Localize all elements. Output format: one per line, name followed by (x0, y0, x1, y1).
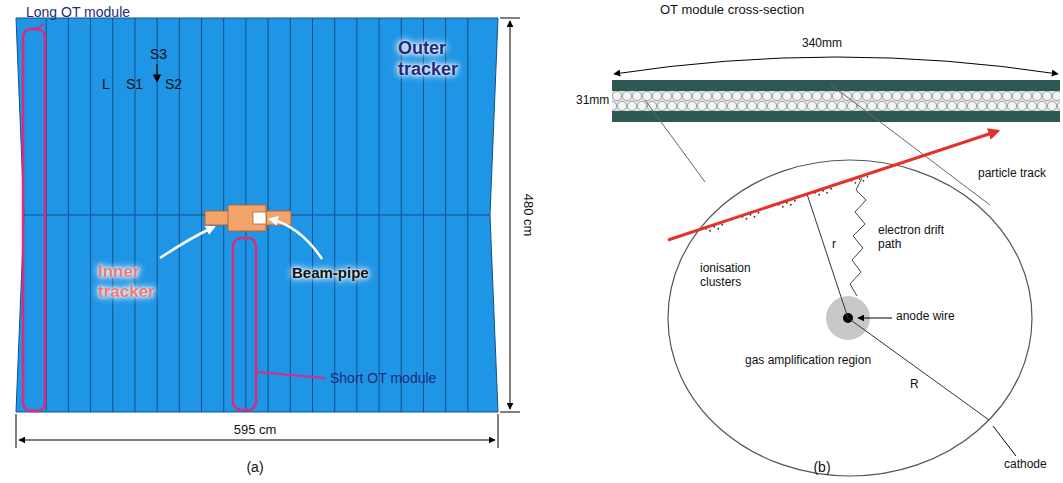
part-label: R (910, 378, 919, 392)
cluster-dot (818, 194, 820, 196)
cluster-dot (863, 180, 865, 182)
cluster-dot (717, 228, 719, 230)
part-label: anode wire (896, 310, 955, 324)
label-text: 340mm (799, 37, 845, 51)
cluster-dot (709, 230, 711, 232)
cluster-dot (790, 204, 792, 206)
outer-tracker: Outer trackerL S1 S2 S3 (16, 18, 498, 412)
dimension-line (510, 21, 511, 409)
label-text: Short OT module (330, 370, 436, 386)
dimension-tick (500, 412, 520, 413)
part-label: L (102, 76, 110, 92)
radius-line (848, 318, 989, 420)
outer-tracker-region (16, 18, 498, 412)
label-text: (b) (813, 459, 830, 475)
callout-arrow (270, 219, 322, 259)
radius-line (807, 194, 848, 318)
callout-arrow (156, 64, 157, 82)
part-label: ionisation clusters (700, 262, 775, 290)
part-label: gas amplification region (745, 354, 871, 368)
part-label: S2 (165, 76, 182, 92)
label-text: 480 cm (521, 194, 536, 237)
region-label: Outer tracker (398, 38, 498, 79)
inner-tracker (228, 205, 266, 231)
cluster-dot (721, 224, 723, 226)
long-module-marker (23, 29, 45, 411)
ionisation-clusters (705, 176, 868, 232)
label-text: 595 cm (231, 423, 280, 438)
ot-module (612, 80, 1060, 122)
dimension-tick (498, 414, 499, 448)
magnifier-line (645, 100, 705, 182)
beam-pipe (253, 212, 266, 224)
part-label: S3 (150, 46, 167, 62)
dimension-arc (614, 57, 1058, 74)
short-module-marker (233, 238, 256, 410)
particle-track (668, 131, 998, 240)
cluster-dot (754, 216, 756, 218)
callout-arrow (160, 227, 214, 258)
straw-tube-view: ionisation clusters electron drift path an… (668, 160, 1032, 476)
label-text: Beam-pipe (292, 264, 369, 281)
label-text: cathode (1004, 458, 1047, 472)
label-text: 31mm (576, 94, 609, 108)
cluster-dot (794, 200, 796, 202)
part-label: electron drift path (878, 224, 953, 252)
cluster-dot (746, 218, 748, 220)
part-label: r (832, 238, 836, 252)
part-label: S1 (126, 76, 143, 92)
dimension-tick (16, 414, 17, 448)
label-text: particle track (978, 167, 1046, 181)
label-text: (a) (246, 459, 263, 475)
leader-line (858, 318, 892, 319)
dimension-tick (500, 18, 520, 19)
cluster-dot (855, 182, 857, 184)
leader-line (257, 372, 325, 378)
cluster-dot (758, 212, 760, 214)
label-text: OT module cross-section (660, 3, 804, 18)
leader-line (35, 24, 44, 30)
cluster-dot (867, 176, 869, 178)
leader-line (993, 426, 1016, 456)
cluster-dot (826, 192, 828, 194)
cluster-dot (782, 206, 784, 208)
label-text: Long OT module (26, 4, 130, 20)
dimension-line (19, 440, 495, 441)
drift-path (850, 178, 866, 296)
cluster-dot (830, 188, 832, 190)
straw-tubes (612, 91, 1060, 111)
straw-cathode (668, 160, 1032, 476)
label-text: Inner tracker (98, 262, 170, 301)
